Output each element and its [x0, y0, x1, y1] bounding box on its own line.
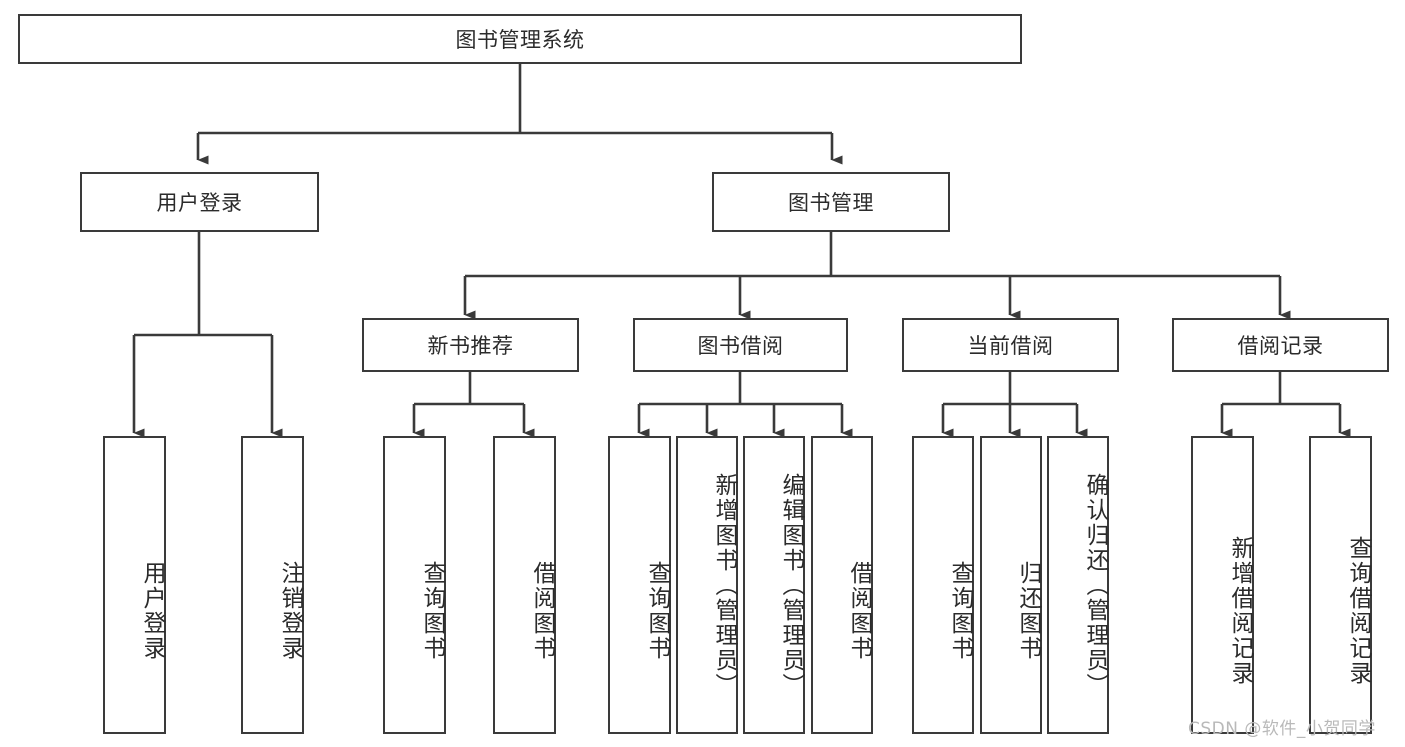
leaf-label: 编辑图书（管理员） [778, 472, 804, 698]
leaf-label: 查询图书 [947, 561, 973, 661]
node-user-login[interactable]: 用户登录 [80, 172, 319, 232]
node-new-book-recommend[interactable]: 新书推荐 [362, 318, 579, 372]
connectors-book-borrow [637, 372, 853, 438]
leaf-label: 用户登录 [139, 561, 165, 661]
node-current-borrow[interactable]: 当前借阅 [902, 318, 1119, 372]
leaf-recommend-borrow-book[interactable]: 借阅图书 [493, 436, 556, 734]
leaf-borrow-edit-book[interactable]: 编辑图书（管理员） [743, 436, 805, 734]
leaf-label: 查询图书 [644, 561, 670, 661]
leaf-current-confirm-return[interactable]: 确认归还（管理员） [1047, 436, 1109, 734]
connectors-new-book-rec [412, 372, 535, 438]
node-borrow-record[interactable]: 借阅记录 [1172, 318, 1389, 372]
leaf-logout[interactable]: 注销登录 [241, 436, 304, 734]
connectors-current-borrow [941, 372, 1088, 438]
leaf-label: 确认归还（管理员） [1082, 472, 1108, 698]
leaf-borrow-query-book[interactable]: 查询图书 [608, 436, 671, 734]
watermark-text: CSDN @软件_小贺同学 [1188, 719, 1376, 739]
leaf-recommend-query-book[interactable]: 查询图书 [383, 436, 446, 734]
leaf-user-login[interactable]: 用户登录 [103, 436, 166, 734]
leaf-label: 查询图书 [419, 561, 445, 661]
leaf-label: 新增借阅记录 [1227, 536, 1253, 686]
node-book-manage[interactable]: 图书管理 [712, 172, 950, 232]
node-root[interactable]: 图书管理系统 [18, 14, 1022, 64]
leaf-borrow-add-book[interactable]: 新增图书（管理员） [676, 436, 738, 734]
leaf-label: 借阅图书 [846, 561, 872, 661]
leaf-current-return-book[interactable]: 归还图书 [980, 436, 1042, 734]
connectors-root [196, 64, 843, 165]
leaf-label: 借阅图书 [529, 561, 555, 661]
connectors-user-login [132, 232, 283, 438]
leaf-record-add[interactable]: 新增借阅记录 [1191, 436, 1254, 734]
leaf-label: 注销登录 [277, 561, 303, 661]
leaf-record-search[interactable]: 查询借阅记录 [1309, 436, 1372, 734]
leaf-borrow-borrow-book[interactable]: 借阅图书 [811, 436, 873, 734]
leaf-current-query-book[interactable]: 查询图书 [912, 436, 974, 734]
leaf-label: 归还图书 [1015, 561, 1041, 661]
leaf-label: 查询借阅记录 [1345, 536, 1371, 686]
connectors-borrow-record [1220, 372, 1351, 438]
node-book-borrow[interactable]: 图书借阅 [633, 318, 848, 372]
leaf-label: 新增图书（管理员） [711, 472, 737, 698]
connectors-book-manage [463, 232, 1291, 320]
